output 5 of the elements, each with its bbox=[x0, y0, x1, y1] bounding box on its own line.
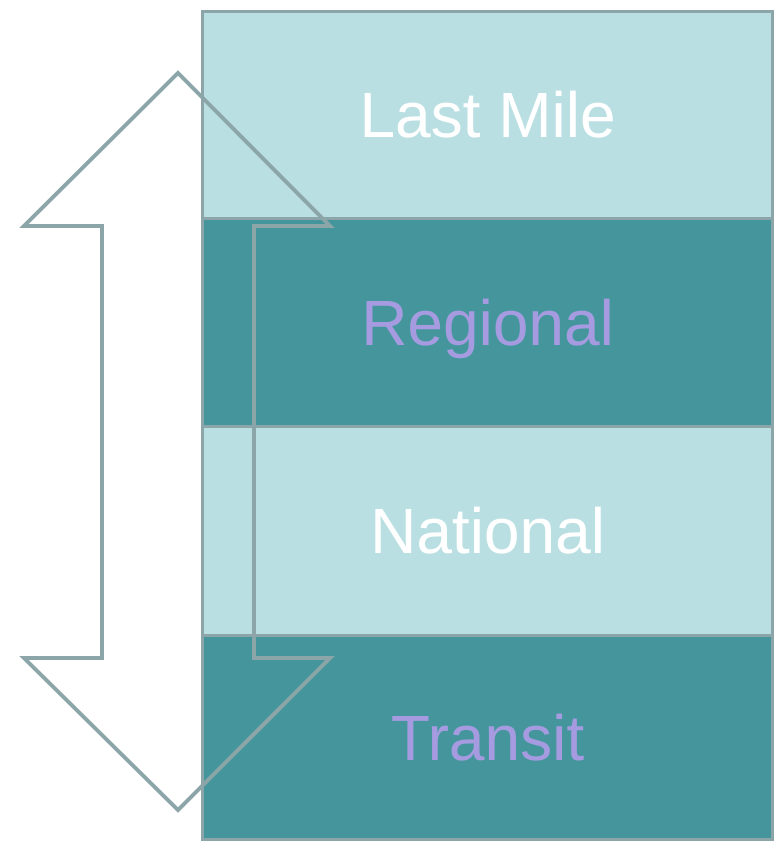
layer-band: Regional bbox=[201, 217, 774, 428]
layer-band: Transit bbox=[201, 634, 774, 841]
layer-band: Last Mile bbox=[201, 10, 774, 220]
layer-band: National bbox=[201, 425, 774, 637]
double-arrow bbox=[19, 70, 335, 813]
